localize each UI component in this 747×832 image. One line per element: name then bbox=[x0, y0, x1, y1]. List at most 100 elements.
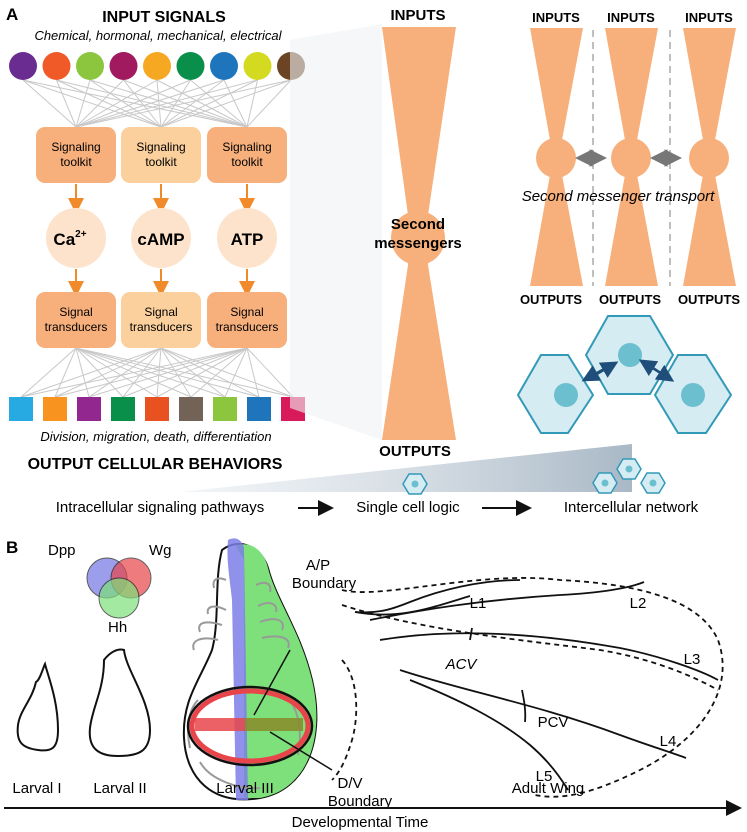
wiring-line bbox=[75, 347, 90, 398]
stage-larval-1: Larval I bbox=[12, 780, 61, 797]
wiring-line bbox=[75, 347, 260, 398]
transducer-label-1-a: Signal bbox=[59, 305, 92, 319]
center-inputs-label: INPUTS bbox=[390, 7, 445, 24]
input-signal-circle bbox=[210, 52, 238, 80]
toolkit-box-3: Signaling toolkit bbox=[207, 127, 287, 183]
input-signal-circle bbox=[143, 52, 171, 80]
transducer-label-2-b: transducers bbox=[130, 320, 193, 334]
output-behavior-square bbox=[247, 397, 271, 421]
output-subtitle: Division, migration, death, differentiat… bbox=[40, 429, 271, 444]
toolkit-label-3-b: toolkit bbox=[231, 155, 263, 169]
transducer-label-2-a: Signal bbox=[144, 305, 177, 319]
messenger-circle-camp bbox=[131, 208, 191, 268]
signal-wiring bbox=[20, 79, 294, 398]
output-behavior-square bbox=[179, 397, 203, 421]
input-signals-subtitle: Chemical, hormonal, mechanical, electric… bbox=[34, 28, 282, 43]
wiring-line bbox=[160, 79, 258, 128]
wiring-line bbox=[160, 79, 292, 128]
output-behavior-square bbox=[213, 397, 237, 421]
zoom-wedge bbox=[290, 24, 382, 440]
cell-network bbox=[516, 315, 733, 434]
network-inputs-1: INPUTS bbox=[532, 10, 580, 25]
toolkit-label-1-b: toolkit bbox=[60, 155, 92, 169]
venn-dpp: Dpp bbox=[48, 542, 76, 559]
toolkit-label-1-a: Signaling bbox=[51, 140, 100, 154]
vein-l5: L5 bbox=[536, 768, 553, 785]
vein-acv: ACV bbox=[445, 656, 479, 673]
output-behavior-square bbox=[43, 397, 67, 421]
vein-l4: L4 bbox=[660, 733, 677, 750]
wiring-line bbox=[160, 347, 260, 398]
output-behavior-square bbox=[77, 397, 101, 421]
network-dividers bbox=[592, 30, 671, 286]
venn-wg: Wg bbox=[149, 542, 172, 559]
flow-step-2: Single cell logic bbox=[356, 499, 460, 516]
wiring-line bbox=[75, 79, 91, 128]
adult-wing bbox=[331, 577, 724, 798]
wiring-line bbox=[88, 347, 162, 398]
panel-a-letter: A bbox=[6, 5, 18, 24]
input-signal-circle bbox=[42, 52, 71, 80]
wiring-line bbox=[75, 79, 124, 128]
wiring-line bbox=[75, 347, 192, 398]
ap-pointer bbox=[253, 649, 291, 716]
center-hourglass-node bbox=[391, 211, 445, 265]
input-signals-title: INPUT SIGNALS bbox=[102, 9, 226, 26]
wiring-line bbox=[22, 79, 77, 128]
wiring-line bbox=[246, 347, 294, 398]
input-signal-circle bbox=[9, 52, 37, 80]
venn-hh: Hh bbox=[108, 619, 127, 636]
wiring-line bbox=[20, 347, 162, 398]
wiring-line bbox=[75, 347, 226, 398]
wiring-line bbox=[160, 79, 191, 128]
network-hourglasses bbox=[530, 28, 736, 286]
input-signal-circle bbox=[243, 52, 272, 80]
toolkit-label-3-a: Signaling bbox=[222, 140, 271, 154]
toolkit-box-1: Signaling toolkit bbox=[36, 127, 116, 183]
input-signal-circle bbox=[76, 52, 104, 80]
network-outputs-1: OUTPUTS bbox=[520, 292, 582, 307]
wiring-line bbox=[22, 79, 162, 128]
wiring-line bbox=[56, 79, 77, 128]
adult-wing-label: Adult Wing bbox=[512, 780, 585, 797]
transport-label: Second messenger transport bbox=[522, 188, 715, 205]
transducer-box-3: Signal transducers bbox=[207, 292, 287, 348]
vein-l1: L1 bbox=[470, 595, 487, 612]
vein-l3: L3 bbox=[684, 651, 701, 668]
input-signal-circle bbox=[109, 52, 138, 80]
time-axis-label: Developmental Time bbox=[292, 814, 429, 831]
wedge-network-icon bbox=[592, 458, 666, 494]
wiring-line bbox=[56, 79, 162, 128]
cell-nucleus-right bbox=[681, 383, 705, 407]
wiring-line bbox=[89, 79, 162, 128]
toolkit-label-2-b: toolkit bbox=[145, 155, 177, 169]
larval-2-outline bbox=[88, 648, 152, 758]
dv-pointer bbox=[269, 731, 333, 771]
panel-b-letter: B bbox=[6, 538, 18, 557]
stage-larval-2: Larval II bbox=[93, 780, 146, 797]
dv-label-line2: Boundary bbox=[328, 793, 393, 810]
wiring-line bbox=[246, 79, 292, 128]
dv-label-line1: D/V bbox=[337, 775, 362, 792]
center-label-line1: Second bbox=[391, 216, 445, 233]
wiring-line bbox=[54, 347, 162, 398]
cell-nucleus-left bbox=[554, 383, 578, 407]
messenger-ca: Ca2+ bbox=[53, 229, 86, 249]
wiring-line bbox=[54, 347, 77, 398]
wiring-line bbox=[160, 79, 225, 128]
wedge-single-cell-icon bbox=[402, 473, 428, 495]
venn-diagram: Dpp Wg Hh bbox=[48, 542, 172, 636]
input-signal-circles bbox=[9, 52, 305, 80]
larval-1-outline bbox=[16, 661, 60, 752]
vein-pcv: PCV bbox=[538, 714, 569, 731]
wiring-line bbox=[156, 79, 162, 128]
stage-larval-3: Larval III bbox=[216, 780, 274, 797]
network-inputs-2: INPUTS bbox=[607, 10, 655, 25]
output-title: OUTPUT CELLULAR BEHAVIORS bbox=[28, 456, 283, 473]
wiring-line bbox=[75, 79, 191, 128]
vein-l2: L2 bbox=[630, 595, 647, 612]
ap-label-line1: A/P bbox=[306, 557, 330, 574]
wiring-line bbox=[75, 79, 292, 128]
messenger-circle-ca bbox=[46, 208, 106, 268]
